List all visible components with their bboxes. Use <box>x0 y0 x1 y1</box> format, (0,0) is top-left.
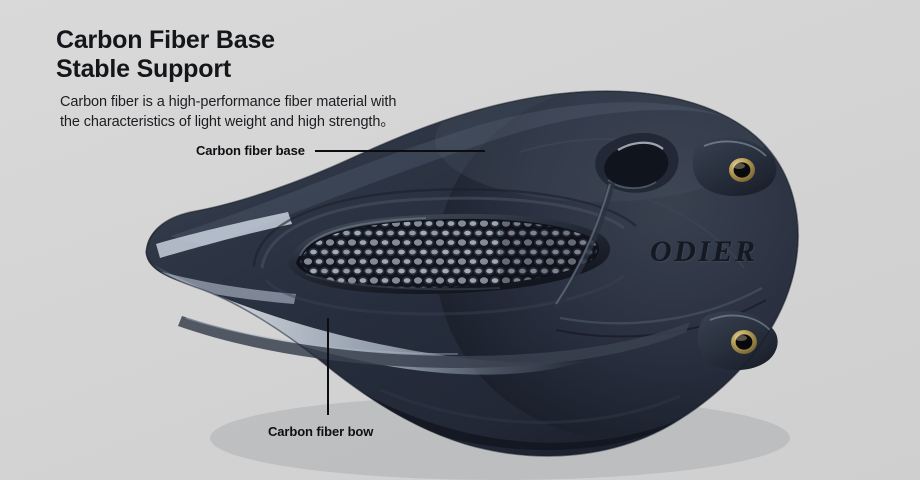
callout-bow-label: Carbon fiber bow <box>268 424 374 439</box>
saddle-outline <box>145 90 799 457</box>
callout-base-label: Carbon fiber base <box>196 143 305 158</box>
copy-block: Carbon Fiber Base Stable Support Carbon … <box>56 26 526 132</box>
saddle-cutout <box>288 213 610 294</box>
svg-text:ODIER: ODIER <box>651 236 759 269</box>
cutout-groove <box>252 188 637 316</box>
description-text: Carbon fiber is a high-performance fiber… <box>60 94 397 130</box>
callout-base-leader-line <box>314 149 485 152</box>
page-title: Carbon Fiber Base Stable Support <box>56 26 275 83</box>
textured-strip <box>178 316 690 368</box>
brand-logo: ODIER ODIER <box>650 235 759 269</box>
eyelet-bottom <box>731 330 757 354</box>
callout-carbon-fiber-base: Carbon fiber base <box>196 143 485 158</box>
callout-bow-leader-line <box>327 318 329 415</box>
svg-text:ODIER: ODIER <box>650 235 758 268</box>
rail-clamp <box>553 132 679 310</box>
eyelet-top <box>729 158 755 182</box>
